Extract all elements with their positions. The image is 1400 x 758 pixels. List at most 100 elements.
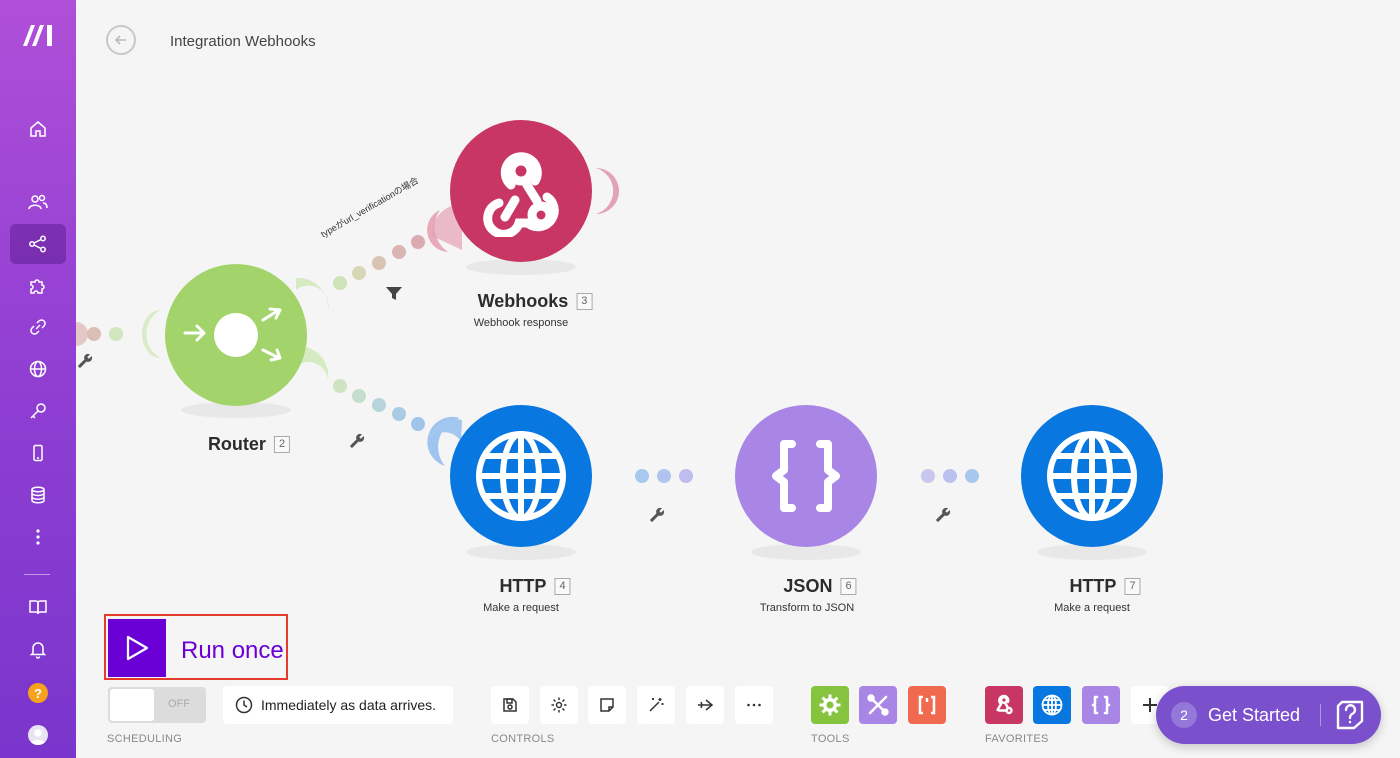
sidebar: ? bbox=[0, 0, 76, 758]
save-button[interactable] bbox=[491, 686, 529, 724]
router-title-text: Router bbox=[207, 434, 266, 454]
more-vertical-icon bbox=[36, 529, 40, 545]
http-node-4-subtitle: Make a request bbox=[483, 602, 559, 614]
sidebar-item-more[interactable] bbox=[10, 517, 66, 557]
get-started-label: Get Started bbox=[1208, 705, 1301, 725]
http-node-7[interactable] bbox=[1021, 405, 1163, 547]
filter-icon[interactable] bbox=[386, 287, 402, 300]
sidebar-item-webhooks[interactable] bbox=[10, 349, 66, 389]
help-chat-icon bbox=[1336, 700, 1364, 730]
webhooks-node[interactable] bbox=[450, 120, 592, 262]
link-icon bbox=[30, 319, 46, 335]
save-icon bbox=[503, 698, 517, 712]
globe-icon bbox=[1041, 694, 1063, 716]
favorite-http[interactable] bbox=[1033, 686, 1071, 724]
get-started-button[interactable]: 2 Get Started bbox=[1156, 686, 1381, 744]
sidebar-item-connections[interactable] bbox=[10, 307, 66, 347]
get-started-divider bbox=[1320, 704, 1321, 726]
favorite-json[interactable] bbox=[1082, 686, 1120, 724]
tool-tools[interactable] bbox=[859, 686, 897, 724]
http4-node-number: 4 bbox=[554, 578, 571, 595]
sidebar-item-scenarios[interactable] bbox=[10, 224, 66, 264]
sidebar-divider bbox=[24, 574, 50, 575]
magic-wand-icon bbox=[649, 698, 664, 712]
sidebar-item-team[interactable] bbox=[10, 182, 66, 222]
auto-align-button[interactable] bbox=[637, 686, 675, 724]
tool-flow-control[interactable] bbox=[811, 686, 849, 724]
clock-icon bbox=[235, 696, 253, 714]
wrench-icon[interactable] bbox=[348, 432, 366, 450]
toggle-state-label: OFF bbox=[168, 698, 190, 710]
webhooks-node-subtitle: Webhook response bbox=[473, 317, 569, 329]
tools-section-label: TOOLS bbox=[811, 733, 850, 745]
key-icon bbox=[30, 403, 46, 419]
make-logo[interactable] bbox=[20, 22, 56, 48]
sidebar-item-docs[interactable] bbox=[10, 587, 66, 627]
schedule-text: Immediately as data arrives. bbox=[261, 697, 437, 713]
router-node-number: 2 bbox=[273, 436, 291, 453]
json-node-number: 6 bbox=[840, 578, 857, 595]
globe-icon bbox=[1047, 431, 1137, 521]
run-once-button[interactable] bbox=[108, 619, 166, 677]
router-node-title: Router 2 bbox=[207, 434, 291, 455]
scheduling-section-label: SCHEDULING bbox=[107, 733, 183, 745]
tools-icon bbox=[867, 694, 889, 716]
scheduling-toggle[interactable]: OFF bbox=[108, 687, 206, 723]
back-button[interactable] bbox=[106, 25, 136, 55]
sidebar-item-datastores[interactable] bbox=[10, 475, 66, 515]
run-once-label[interactable]: Run once bbox=[181, 637, 284, 664]
controls-section-label: CONTROLS bbox=[491, 733, 555, 745]
settings-button[interactable] bbox=[540, 686, 578, 724]
more-horizontal-icon bbox=[747, 703, 761, 707]
help-icon[interactable]: ? bbox=[28, 683, 48, 703]
play-icon bbox=[126, 635, 149, 661]
braces-icon bbox=[1091, 695, 1111, 715]
sidebar-item-home[interactable] bbox=[10, 109, 66, 149]
route-2-connector bbox=[333, 379, 425, 431]
http4-title-text: HTTP bbox=[499, 576, 547, 596]
sidebar-item-notifications[interactable] bbox=[10, 629, 66, 669]
arrow-left-icon bbox=[114, 35, 126, 45]
favorite-webhooks[interactable] bbox=[985, 686, 1023, 724]
notes-button[interactable] bbox=[588, 686, 626, 724]
router-icon bbox=[183, 307, 282, 362]
get-started-count-badge: 2 bbox=[1171, 702, 1197, 728]
sidebar-item-devices[interactable] bbox=[10, 433, 66, 473]
home-icon bbox=[30, 121, 46, 137]
share-nodes-icon bbox=[29, 235, 46, 253]
favorites-section-label: FAVORITES bbox=[985, 733, 1049, 745]
route-1-connector bbox=[333, 210, 448, 290]
user-icon bbox=[30, 729, 46, 745]
wrench-icon[interactable] bbox=[934, 506, 952, 524]
braces-icon bbox=[772, 440, 840, 512]
users-icon bbox=[28, 194, 48, 210]
page-title: Integration Webhooks bbox=[170, 33, 316, 50]
text-parser-icon bbox=[918, 695, 936, 715]
avatar[interactable] bbox=[28, 725, 48, 745]
http-node-7-title: HTTP 7 bbox=[1069, 576, 1141, 597]
gear-icon bbox=[551, 697, 567, 713]
explain-flow-button[interactable] bbox=[686, 686, 724, 724]
webhook-icon bbox=[483, 152, 559, 237]
http-node-7-subtitle: Make a request bbox=[1054, 602, 1130, 614]
more-controls-button[interactable] bbox=[735, 686, 773, 724]
webhook-icon bbox=[996, 694, 1013, 715]
http-node-4[interactable] bbox=[450, 405, 592, 547]
http7-node-number: 7 bbox=[1124, 578, 1141, 595]
incoming-connector bbox=[76, 310, 160, 358]
json-title-text: JSON bbox=[783, 576, 833, 596]
json-node-subtitle: Transform to JSON bbox=[759, 602, 855, 614]
schedule-setting[interactable]: Immediately as data arrives. bbox=[223, 686, 453, 724]
run-once-highlight bbox=[104, 614, 288, 680]
json-node[interactable] bbox=[735, 405, 877, 547]
router-node[interactable] bbox=[165, 264, 307, 406]
airplane-icon bbox=[698, 699, 714, 711]
wrench-icon[interactable] bbox=[76, 352, 94, 370]
wrench-icon[interactable] bbox=[648, 506, 666, 524]
sidebar-item-apps[interactable] bbox=[10, 266, 66, 306]
webhooks-node-number: 3 bbox=[576, 293, 593, 310]
toggle-knob bbox=[110, 689, 154, 721]
sidebar-item-keys[interactable] bbox=[10, 391, 66, 431]
tool-text-parser[interactable] bbox=[908, 686, 946, 724]
